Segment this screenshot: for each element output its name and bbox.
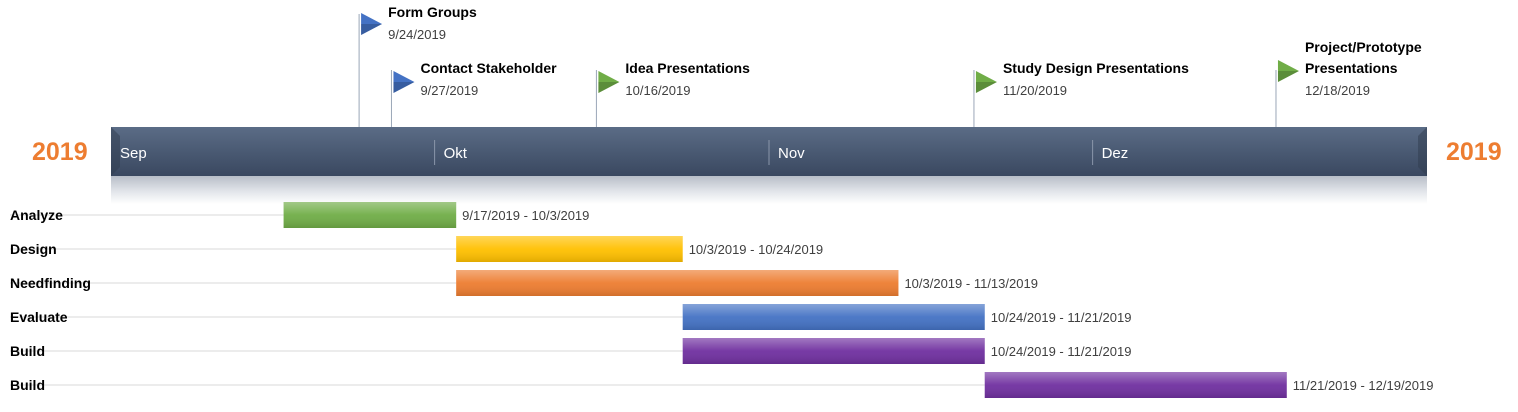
milestone-title: Study Design Presentations <box>1003 60 1189 76</box>
timeline-band-right-bevel <box>1418 127 1427 176</box>
milestone-title: Presentations <box>1305 60 1398 76</box>
milestone-title: Form Groups <box>388 4 477 20</box>
timeline-axis <box>111 127 1427 204</box>
task-name: Needfinding <box>10 275 91 291</box>
task-bar-shine <box>456 236 683 262</box>
task-date-range: 10/24/2019 - 11/21/2019 <box>991 344 1132 359</box>
milestone-date: 11/20/2019 <box>1003 83 1067 98</box>
milestone-flag-icon <box>361 13 383 35</box>
milestone-flag-icon <box>393 71 415 93</box>
task-name: Build <box>10 343 45 359</box>
task-bar-shine <box>456 270 899 296</box>
year-label-right: 2019 <box>1446 138 1502 166</box>
milestone-date: 10/16/2019 <box>625 83 690 98</box>
milestone-flag-shade <box>1277 71 1299 82</box>
milestone-flag-shade <box>975 82 997 93</box>
milestone-title: Idea Presentations <box>625 60 750 76</box>
task-name: Design <box>10 241 57 257</box>
milestone-title: Project/Prototype <box>1305 39 1422 55</box>
milestone-date: 9/27/2019 <box>420 83 478 98</box>
milestone-date: 12/18/2019 <box>1305 83 1370 98</box>
task-date-range: 10/24/2019 - 11/21/2019 <box>991 310 1132 325</box>
month-label-dez: Dez <box>1102 145 1129 162</box>
milestone-title: Contact Stakeholder <box>420 60 557 76</box>
milestone-flag-shade <box>598 82 620 93</box>
task-bar-shine <box>682 338 985 364</box>
month-label-okt: Okt <box>444 145 468 162</box>
task-date-range: 9/17/2019 - 10/3/2019 <box>462 208 589 223</box>
milestone-flag-icon <box>598 71 620 93</box>
milestone-flag-icon <box>1277 60 1299 82</box>
milestone-flag-shade <box>361 24 383 35</box>
task-date-range: 11/21/2019 - 12/19/2019 <box>1293 378 1434 393</box>
month-labels: Sep Okt Nov Dez <box>120 140 1128 165</box>
task-date-range: 10/3/2019 - 10/24/2019 <box>689 242 823 257</box>
task-name: Build <box>10 377 45 393</box>
month-label-nov: Nov <box>778 145 805 162</box>
year-label-left: 2019 <box>32 138 88 166</box>
milestone-flag-icon <box>975 71 997 93</box>
timeline-band-left-bevel <box>111 127 120 176</box>
milestone-date: 9/24/2019 <box>388 27 446 42</box>
milestone-flag-shade <box>393 82 415 93</box>
task-date-range: 10/3/2019 - 11/13/2019 <box>904 276 1038 291</box>
task-bar-shine <box>283 202 457 228</box>
task-bar-shine <box>682 304 985 330</box>
task-bar-shine <box>984 372 1287 398</box>
month-label-sep: Sep <box>120 145 147 162</box>
task-name: Analyze <box>10 207 63 223</box>
timeline-band-shadow <box>111 176 1427 204</box>
task-name: Evaluate <box>10 309 68 325</box>
